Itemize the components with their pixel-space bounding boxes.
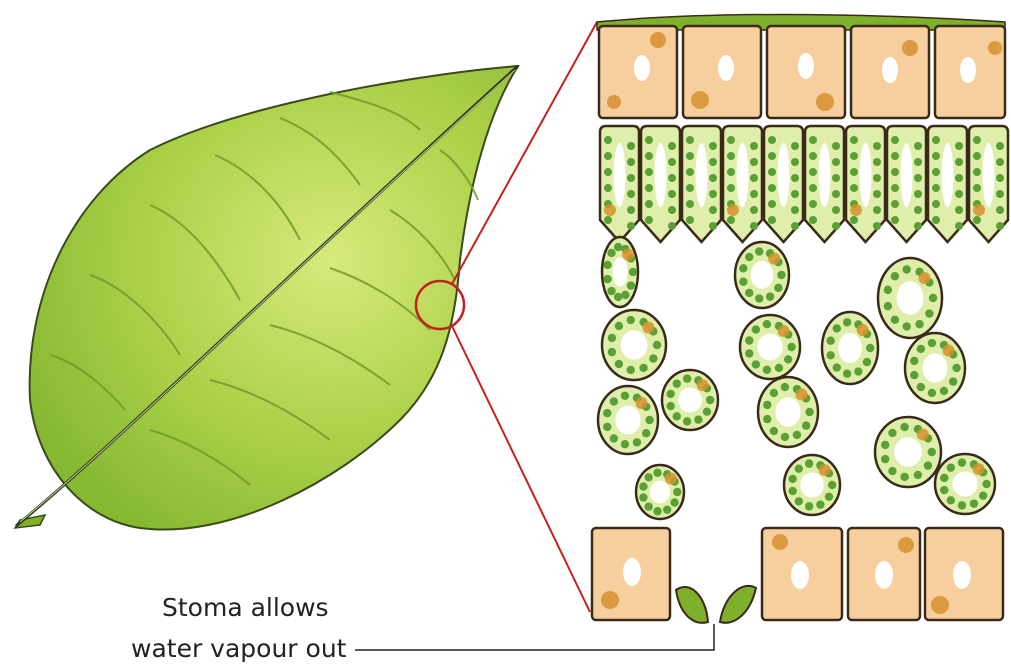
leaf-blade — [30, 66, 518, 530]
spongy-cell — [758, 377, 818, 447]
stoma — [676, 586, 756, 623]
palisade-cell — [805, 126, 844, 242]
spongy-cell — [935, 454, 995, 514]
leaf-cross-section — [592, 15, 1008, 623]
palisade-cell — [846, 126, 885, 242]
spongy-cell — [740, 315, 800, 379]
spongy-cell — [822, 312, 878, 384]
caption-line-2: water vapour out — [131, 634, 347, 663]
spongy-cell — [878, 258, 942, 338]
spongy-cell — [875, 417, 941, 487]
spongy-cell — [598, 386, 658, 454]
guard-cell-right — [720, 586, 756, 623]
palisade-layer — [600, 126, 1008, 242]
spongy-cell — [905, 333, 965, 403]
palisade-cell — [600, 126, 639, 242]
palisade-cell — [969, 126, 1008, 242]
leaf — [15, 66, 518, 530]
palisade-cell — [723, 126, 762, 242]
spongy-cell — [784, 455, 840, 515]
connector-line-bottom — [452, 326, 590, 612]
palisade-cell — [641, 126, 680, 242]
spongy-cell — [735, 242, 789, 308]
guard-cell-left — [676, 587, 708, 623]
spongy-cell — [602, 237, 638, 307]
spongy-cell — [636, 465, 684, 519]
palisade-cell — [682, 126, 721, 242]
pointer-line — [355, 624, 714, 650]
palisade-cell — [887, 126, 926, 242]
spongy-cell — [602, 310, 666, 380]
palisade-cell — [928, 126, 967, 242]
palisade-cell — [764, 126, 803, 242]
spongy-cell — [662, 370, 718, 430]
spongy-mesophyll — [598, 237, 995, 519]
caption-line-1: Stoma allows — [162, 593, 329, 622]
